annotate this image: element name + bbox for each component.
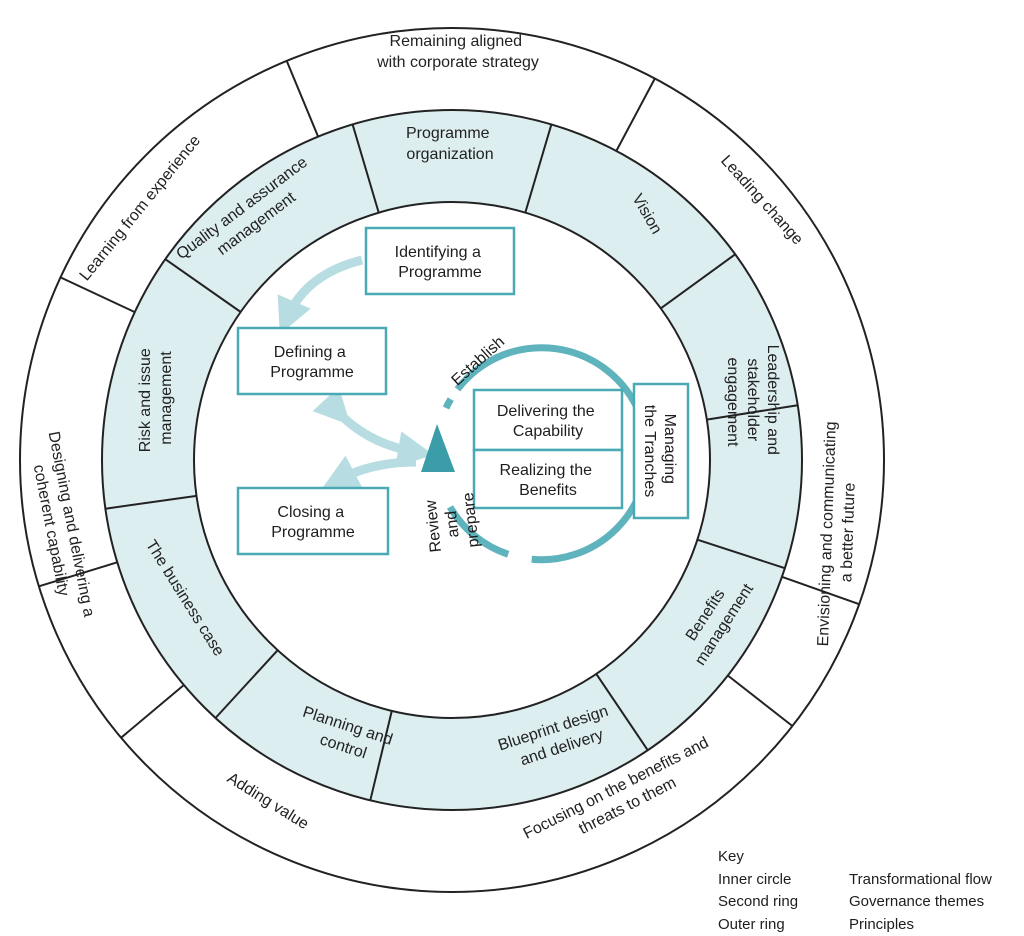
- key-label-outer: Outer ring: [718, 914, 849, 936]
- realizing-box: Realizing the Benefits: [474, 450, 622, 508]
- delivering-box: Delivering the Capability: [474, 390, 622, 450]
- key-label-second: Second ring: [718, 891, 849, 914]
- closing-box: Closing a Programme: [238, 488, 388, 554]
- theme-leadership-stakeholder: Leadership and stakeholder engagement: [724, 345, 781, 460]
- key-row-second: Second ring Governance themes: [718, 891, 1024, 914]
- defining-box: Defining a Programme: [238, 328, 386, 394]
- identifying-box: Identifying a Programme: [366, 228, 514, 294]
- key-row-outer: Outer ring Principles: [718, 914, 1024, 936]
- diagram-key: Key Inner circle Transformational flow S…: [718, 846, 1024, 936]
- key-label-inner: Inner circle: [718, 869, 849, 892]
- key-title: Key: [718, 846, 1024, 869]
- key-value-inner: Transformational flow: [849, 869, 992, 892]
- key-row-inner: Inner circle Transformational flow: [718, 869, 1024, 892]
- managing-tranches-box: Managing the Tranches: [634, 384, 688, 518]
- key-value-outer: Principles: [849, 914, 914, 936]
- key-value-second: Governance themes: [849, 891, 984, 914]
